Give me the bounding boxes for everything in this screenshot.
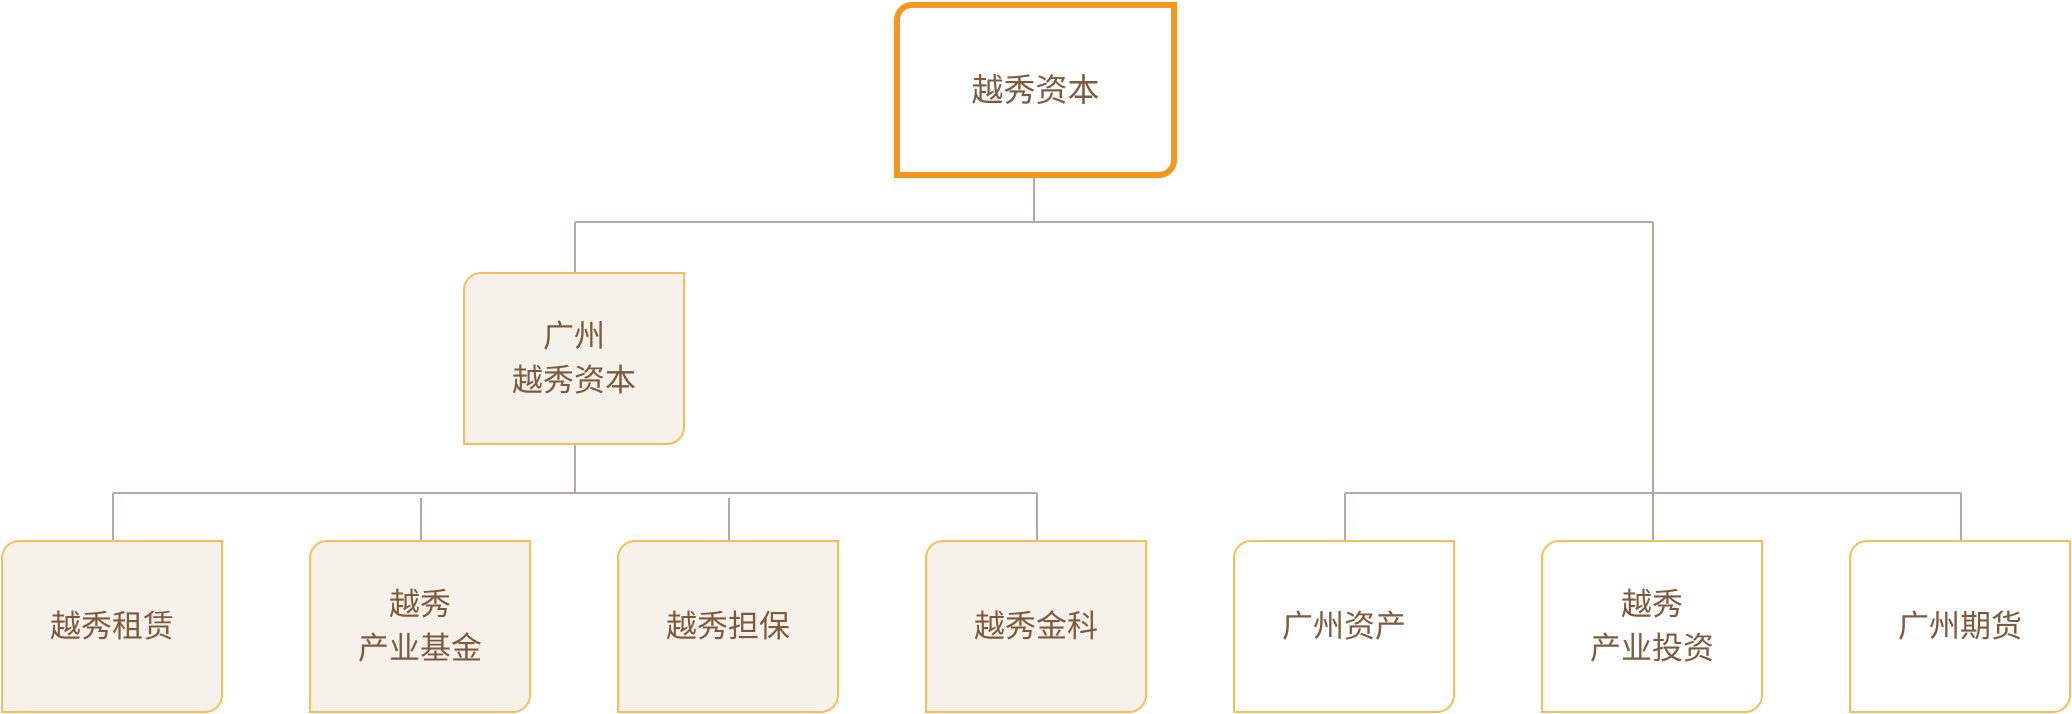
node-guangzhou-yuexiu-capital: 广州 越秀资本 bbox=[463, 272, 685, 445]
node-guangzhou-futures: 广州期货 bbox=[1849, 540, 2071, 713]
node-yuexiu-capital-root: 越秀资本 bbox=[894, 2, 1177, 178]
node-label: 越秀金科 bbox=[974, 608, 1098, 645]
node-label-line-1: 广州 bbox=[543, 318, 605, 355]
node-label-line-2: 越秀资本 bbox=[512, 362, 636, 399]
node-guangzhou-assets: 广州资产 bbox=[1233, 540, 1455, 713]
node-label: 越秀资本 bbox=[971, 71, 1100, 109]
node-label-line-1: 越秀 bbox=[389, 586, 451, 623]
node-label: 越秀担保 bbox=[666, 608, 790, 645]
node-label: 越秀租赁 bbox=[50, 608, 174, 645]
node-label-line-1: 越秀 bbox=[1621, 586, 1683, 623]
node-yuexiu-guarantee: 越秀担保 bbox=[617, 540, 839, 713]
node-label: 广州期货 bbox=[1898, 608, 2022, 645]
node-label-line-2: 产业基金 bbox=[358, 630, 482, 667]
node-label: 广州资产 bbox=[1282, 608, 1406, 645]
node-yuexiu-industry-fund: 越秀 产业基金 bbox=[309, 540, 531, 713]
node-yuexiu-leasing: 越秀租赁 bbox=[1, 540, 223, 713]
node-yuexiu-fintech: 越秀金科 bbox=[925, 540, 1147, 713]
node-label-line-2: 产业投资 bbox=[1590, 630, 1714, 667]
node-yuexiu-industry-investment: 越秀 产业投资 bbox=[1541, 540, 1763, 713]
